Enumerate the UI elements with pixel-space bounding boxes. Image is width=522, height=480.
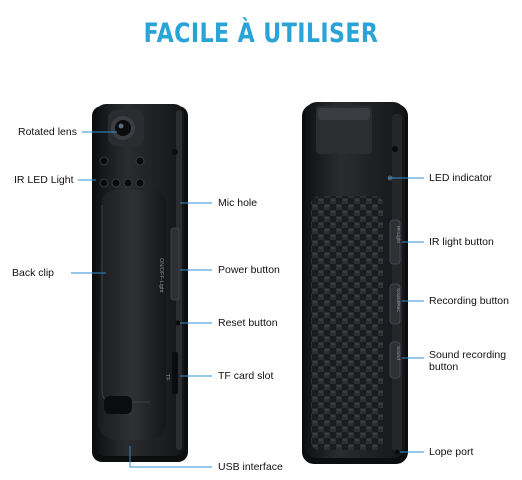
label-power-button: Power button <box>218 264 280 276</box>
label-recording-button: Recording button <box>429 295 509 307</box>
label-reset-button: Reset button <box>218 317 278 329</box>
label-lope-port: Lope port <box>429 446 474 458</box>
label-rotated-lens: Rotated lens <box>18 126 77 138</box>
back-ir-label: IR-Light <box>395 226 401 243</box>
ir-led-icon <box>99 156 145 188</box>
back-clip-icon <box>98 190 166 440</box>
label-led-indicator: LED indicator <box>429 172 493 184</box>
label-ir-light-button: IR light button <box>429 236 494 248</box>
label-tf-card-slot: TF card slot <box>218 370 274 382</box>
label-sound-recording-button: Sound recording button <box>429 349 507 373</box>
label-mic-hole: Mic hole <box>218 197 258 209</box>
rotated-lens-icon <box>108 110 144 146</box>
label-usb-interface: USB interface <box>218 461 283 473</box>
back-rec-label: Sound/Rec <box>395 288 401 312</box>
label-back-clip: Back clip <box>12 267 55 279</box>
back-sound-label: Sound <box>395 346 401 360</box>
front-device: ON/OFF-Light TF <box>92 104 188 462</box>
leader-lines <box>71 131 424 468</box>
front-side-label: ON/OFF-Light <box>158 258 164 293</box>
page-title: FACILE À UTILISER <box>143 18 379 49</box>
back-device: IR-Light Sound/Rec Sound <box>302 102 408 464</box>
label-ir-led-light: IR LED Light <box>14 174 74 186</box>
tf-label: TF <box>164 374 170 381</box>
